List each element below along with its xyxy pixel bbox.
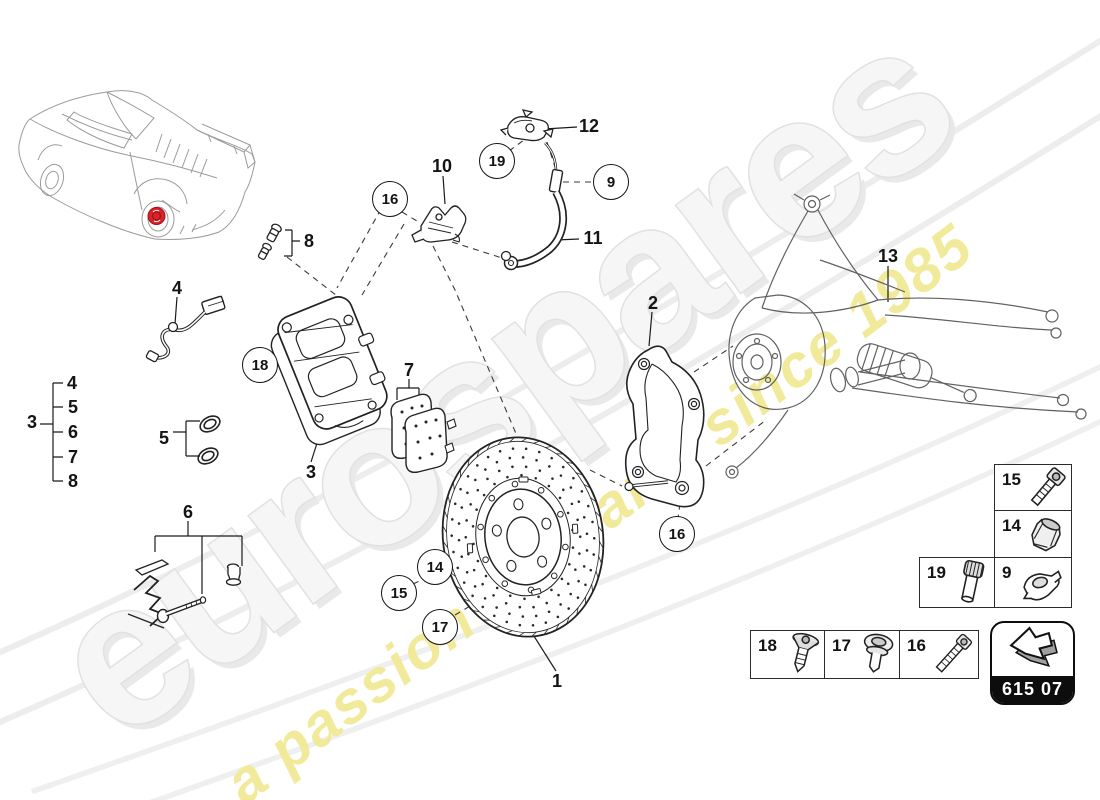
callout-circle-14[interactable]: 14 <box>417 549 453 585</box>
callout-13[interactable]: 13 <box>877 246 899 266</box>
splash-shield-drawing <box>624 345 705 508</box>
seals-drawing <box>197 415 221 465</box>
group-item-4[interactable]: 4 <box>66 373 78 393</box>
pan-head-screw-icon <box>863 633 894 673</box>
retaining-bracket-drawing <box>411 205 467 243</box>
legend-box-19[interactable]: 19 <box>919 557 997 608</box>
legend-box-9-number: 9 <box>1002 563 1012 582</box>
legend-box-16-number: 16 <box>907 636 926 655</box>
back-arrow-icon <box>1009 626 1058 667</box>
brake-disc-drawing <box>441 436 605 638</box>
callout-1[interactable]: 1 <box>551 671 563 691</box>
callout-8[interactable]: 8 <box>303 231 315 251</box>
long-socket-bolt-icon <box>935 633 972 673</box>
callout-circle-16-top[interactable]: 16 <box>372 181 408 217</box>
callout-11[interactable]: 11 <box>583 228 603 248</box>
callout-4[interactable]: 4 <box>171 278 183 298</box>
group-item-8[interactable]: 8 <box>67 471 79 491</box>
legend-box-14-number: 14 <box>1002 516 1021 535</box>
legend-box-18[interactable]: 18 <box>750 630 827 679</box>
callout-2[interactable]: 2 <box>647 293 659 313</box>
bleeder-valves-drawing <box>257 223 282 260</box>
legend-box-15[interactable]: 15 <box>994 464 1072 514</box>
group-label-3[interactable]: 3 <box>26 412 38 432</box>
knurled-bolt-icon <box>960 559 985 603</box>
callout-circle-9[interactable]: 9 <box>593 164 629 200</box>
callout-circle-16-shield[interactable]: 16 <box>659 516 695 552</box>
group-item-5[interactable]: 5 <box>67 397 79 417</box>
callout-3[interactable]: 3 <box>305 462 317 482</box>
legend-box-17-number: 17 <box>832 636 851 655</box>
group-item-6[interactable]: 6 <box>67 422 79 442</box>
callout-circle-18[interactable]: 18 <box>242 347 278 383</box>
legend-box-19-number: 19 <box>927 563 946 582</box>
callout-circle-17[interactable]: 17 <box>422 609 458 645</box>
car-thumbnail <box>18 90 256 240</box>
socket-head-bolt-icon <box>1030 467 1066 507</box>
legend-box-14[interactable]: 14 <box>994 510 1072 560</box>
callout-circle-19[interactable]: 19 <box>479 143 515 179</box>
diagram-code: 615 07 <box>992 676 1073 703</box>
fitting-kit-drawing <box>127 559 242 629</box>
callout-7[interactable]: 7 <box>403 360 415 380</box>
legend-box-18-number: 18 <box>758 636 777 655</box>
callout-12[interactable]: 12 <box>578 116 600 136</box>
legend-box-9[interactable]: 9 <box>994 557 1072 608</box>
legend-box-15-number: 15 <box>1002 470 1021 489</box>
leader-lines <box>40 126 889 672</box>
brake-caliper-drawing <box>270 296 388 446</box>
highlighted-brake-disc <box>147 207 166 225</box>
callout-10[interactable]: 10 <box>431 156 453 176</box>
watermark: eurospares eurospares a passion for part… <box>8 0 996 800</box>
diagram-nav-tile[interactable]: 615 07 <box>990 621 1075 705</box>
disc-retaining-clips <box>466 476 579 596</box>
sensor-cable-drawing <box>145 295 226 363</box>
hose-clamp-drawing <box>499 109 554 142</box>
retaining-clip-icon <box>1023 570 1063 601</box>
countersunk-screw-icon <box>792 632 820 673</box>
callout-circle-15[interactable]: 15 <box>381 575 417 611</box>
guide-sleeve-icon <box>1031 518 1061 552</box>
brake-hose-drawing <box>500 142 568 271</box>
group-item-7[interactable]: 7 <box>67 447 79 467</box>
callout-6[interactable]: 6 <box>182 502 194 522</box>
callout-5[interactable]: 5 <box>158 428 170 448</box>
legend-box-17[interactable]: 17 <box>824 630 902 679</box>
brake-pads-drawing <box>390 393 457 474</box>
legend-box-16[interactable]: 16 <box>899 630 979 679</box>
background-swoosh <box>0 37 1100 800</box>
suspension-assembly-drawing <box>725 193 1087 479</box>
